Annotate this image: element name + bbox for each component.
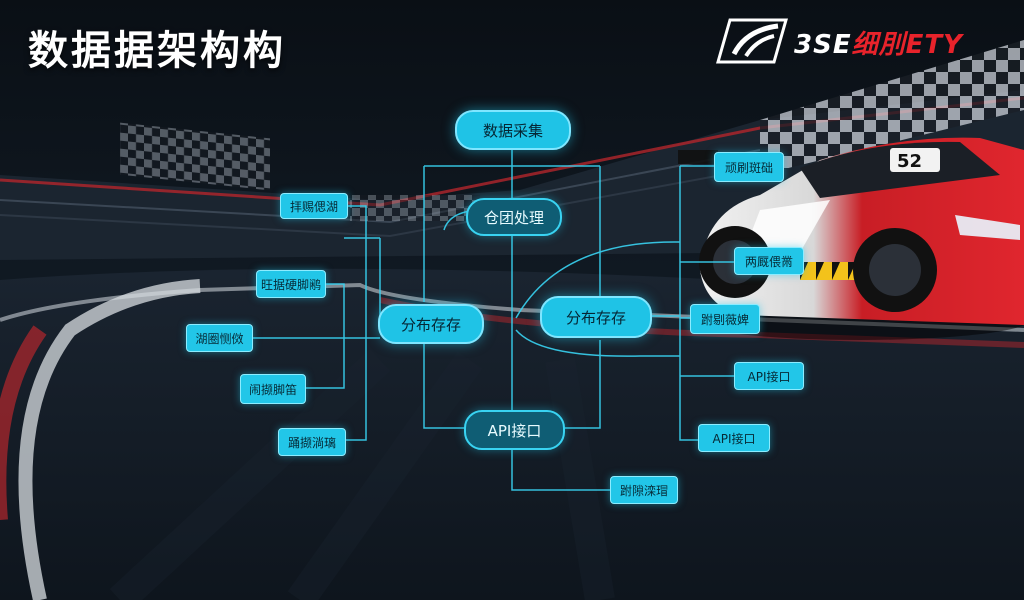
node-right-4[interactable]: API接口 [734, 362, 804, 390]
node-left-4[interactable]: 闹撷脚笛 [240, 374, 306, 404]
node-data-collection[interactable]: 数据采集 [455, 110, 571, 150]
node-data-processing[interactable]: 仓团处理 [466, 198, 562, 236]
node-left-1[interactable]: 拝赐偲湖 [280, 193, 348, 219]
node-right-1[interactable]: 顽刷斑础 [714, 152, 784, 182]
node-right-5[interactable]: API接口 [698, 424, 770, 452]
node-left-2[interactable]: 旺据硬脚鹇 [256, 270, 326, 298]
brand-logo-icon [716, 18, 788, 64]
node-left-5[interactable]: 踊撷淌璃 [278, 428, 346, 456]
car-number: 52 [897, 151, 922, 172]
node-left-3[interactable]: 湖圈恻傚 [186, 324, 253, 352]
brand-logo-prefix: 3SE [794, 30, 852, 60]
node-distributed-storage-right[interactable]: 分布存存 [540, 296, 652, 338]
node-right-2[interactable]: 两厩偎黹 [734, 247, 804, 275]
node-right-3[interactable]: 跗剔薇婢 [690, 304, 760, 334]
brand-logo-suffix: 细刖ETY [851, 30, 963, 60]
page-title: 数据据架构构 [28, 28, 286, 74]
node-bottom-1[interactable]: 跗隙滦瑁 [610, 476, 678, 504]
race-car-illustration [678, 137, 1024, 340]
brand-logo-text: 3SE细刖ETY [794, 24, 963, 61]
node-distributed-storage-left[interactable]: 分布存存 [378, 304, 484, 344]
node-api-interface[interactable]: API接口 [464, 410, 565, 450]
